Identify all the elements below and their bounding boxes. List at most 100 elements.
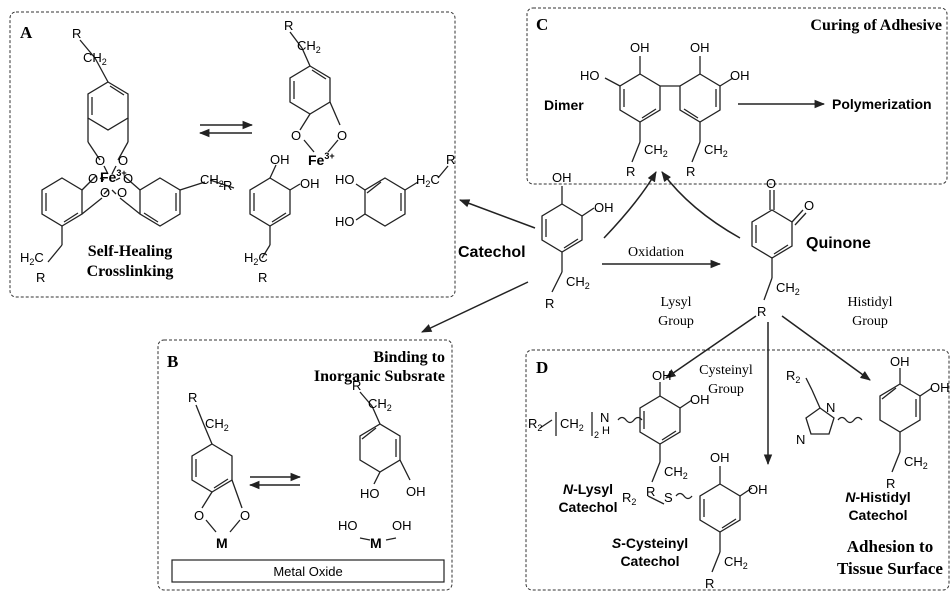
panel-c-title: Curing of Adhesive — [810, 17, 942, 34]
svg-text:CH2: CH2 — [560, 416, 584, 433]
curing-arrow-from-catechol — [603, 171, 657, 239]
svg-text:O: O — [240, 508, 250, 523]
svg-text:H2C: H2C — [244, 250, 268, 267]
svg-text:CH2: CH2 — [368, 396, 392, 413]
svg-text:CH2: CH2 — [904, 454, 928, 471]
n-lysyl-atoms: OH OH R2 CH2 2 NH CH2 R — [528, 368, 710, 499]
fe-tris-catecholate — [41, 39, 235, 263]
svg-text:R: R — [284, 18, 293, 33]
svg-text:CH2: CH2 — [724, 554, 748, 571]
catechol-structure — [541, 186, 595, 293]
svg-text:CH2: CH2 — [83, 50, 107, 67]
panel-a-letter: A — [20, 23, 33, 42]
svg-text:Fe3+: Fe3+ — [308, 151, 335, 168]
arrow-to-panel-a — [459, 199, 536, 229]
catechol-dimer — [604, 56, 734, 163]
svg-text:OH: OH — [406, 484, 426, 499]
svg-text:OH: OH — [300, 176, 320, 191]
metal-oxide-label: Metal Oxide — [273, 564, 342, 579]
panel-c-letter: C — [536, 15, 548, 34]
svg-text:OH: OH — [552, 170, 572, 185]
oxidation-label: Oxidation — [628, 245, 684, 260]
svg-text:OH: OH — [594, 200, 614, 215]
svg-text:CH2: CH2 — [704, 142, 728, 159]
panel-b-frame — [157, 339, 453, 591]
surface-bound-catecholate — [191, 404, 243, 533]
svg-text:H2C: H2C — [416, 172, 440, 189]
svg-text:M: M — [216, 535, 228, 551]
svg-text:R: R — [36, 270, 45, 285]
panel-d-frame — [525, 349, 950, 591]
svg-text:OH: OH — [690, 392, 710, 407]
svg-text:HO: HO — [580, 68, 600, 83]
svg-text:HO: HO — [335, 172, 355, 187]
svg-text:OH: OH — [710, 450, 730, 465]
svg-text:R2: R2 — [528, 416, 542, 433]
svg-text:OH: OH — [890, 354, 910, 369]
metal-oxide-surface — [171, 559, 445, 583]
svg-text:R: R — [258, 270, 267, 285]
svg-text:OH: OH — [690, 40, 710, 55]
svg-text:OH: OH — [392, 518, 412, 533]
svg-text:R2: R2 — [622, 490, 636, 507]
svg-text:OH: OH — [270, 152, 290, 167]
free-catechol-1 — [249, 164, 301, 259]
svg-text:R: R — [646, 484, 655, 499]
quinone-atoms: O O CH2 R — [757, 176, 814, 319]
svg-text:Fe3+: Fe3+ — [100, 168, 127, 185]
svg-text:O: O — [100, 185, 110, 200]
n-lysyl-catechol — [539, 382, 693, 483]
svg-text:R: R — [626, 164, 635, 179]
svg-text:R: R — [705, 576, 714, 591]
svg-text:CH2: CH2 — [664, 464, 688, 481]
svg-text:O: O — [804, 198, 814, 213]
svg-text:OH: OH — [930, 380, 950, 395]
svg-text:N: N — [600, 410, 609, 425]
svg-text:O: O — [766, 176, 776, 191]
svg-text:O: O — [117, 185, 127, 200]
svg-text:R: R — [757, 304, 766, 319]
svg-text:R: R — [352, 378, 361, 393]
svg-text:R: R — [886, 476, 895, 491]
svg-text:R2: R2 — [786, 368, 800, 385]
curing-arrow-from-quinone — [661, 171, 741, 239]
catechol-atoms: OH OH CH2 R — [545, 170, 614, 311]
free-catechol-2 — [355, 165, 449, 227]
svg-text:O: O — [95, 153, 105, 168]
svg-text:OH: OH — [652, 368, 672, 383]
svg-text:CH2: CH2 — [200, 172, 224, 189]
s-cysteinyl-catechol — [647, 466, 753, 573]
svg-text:H: H — [602, 425, 610, 437]
panel-b-letter: B — [167, 352, 178, 371]
svg-text:HO: HO — [338, 518, 358, 533]
svg-text:CH2: CH2 — [297, 38, 321, 55]
quinone-structure — [751, 190, 807, 301]
quinone-label: Quinone — [806, 235, 871, 252]
arrow-to-panel-b — [421, 281, 529, 333]
svg-text:R: R — [446, 152, 455, 167]
svg-text:M: M — [370, 535, 382, 551]
svg-text:CH2: CH2 — [776, 280, 800, 297]
svg-text:2: 2 — [594, 430, 599, 440]
svg-text:R: R — [686, 164, 695, 179]
svg-text:CH2: CH2 — [205, 416, 229, 433]
polymerization-label: Polymerization — [832, 96, 932, 112]
svg-text:CH2: CH2 — [566, 274, 590, 291]
panel-a-frame — [9, 11, 456, 298]
svg-text:R: R — [545, 296, 554, 311]
svg-text:O: O — [337, 128, 347, 143]
